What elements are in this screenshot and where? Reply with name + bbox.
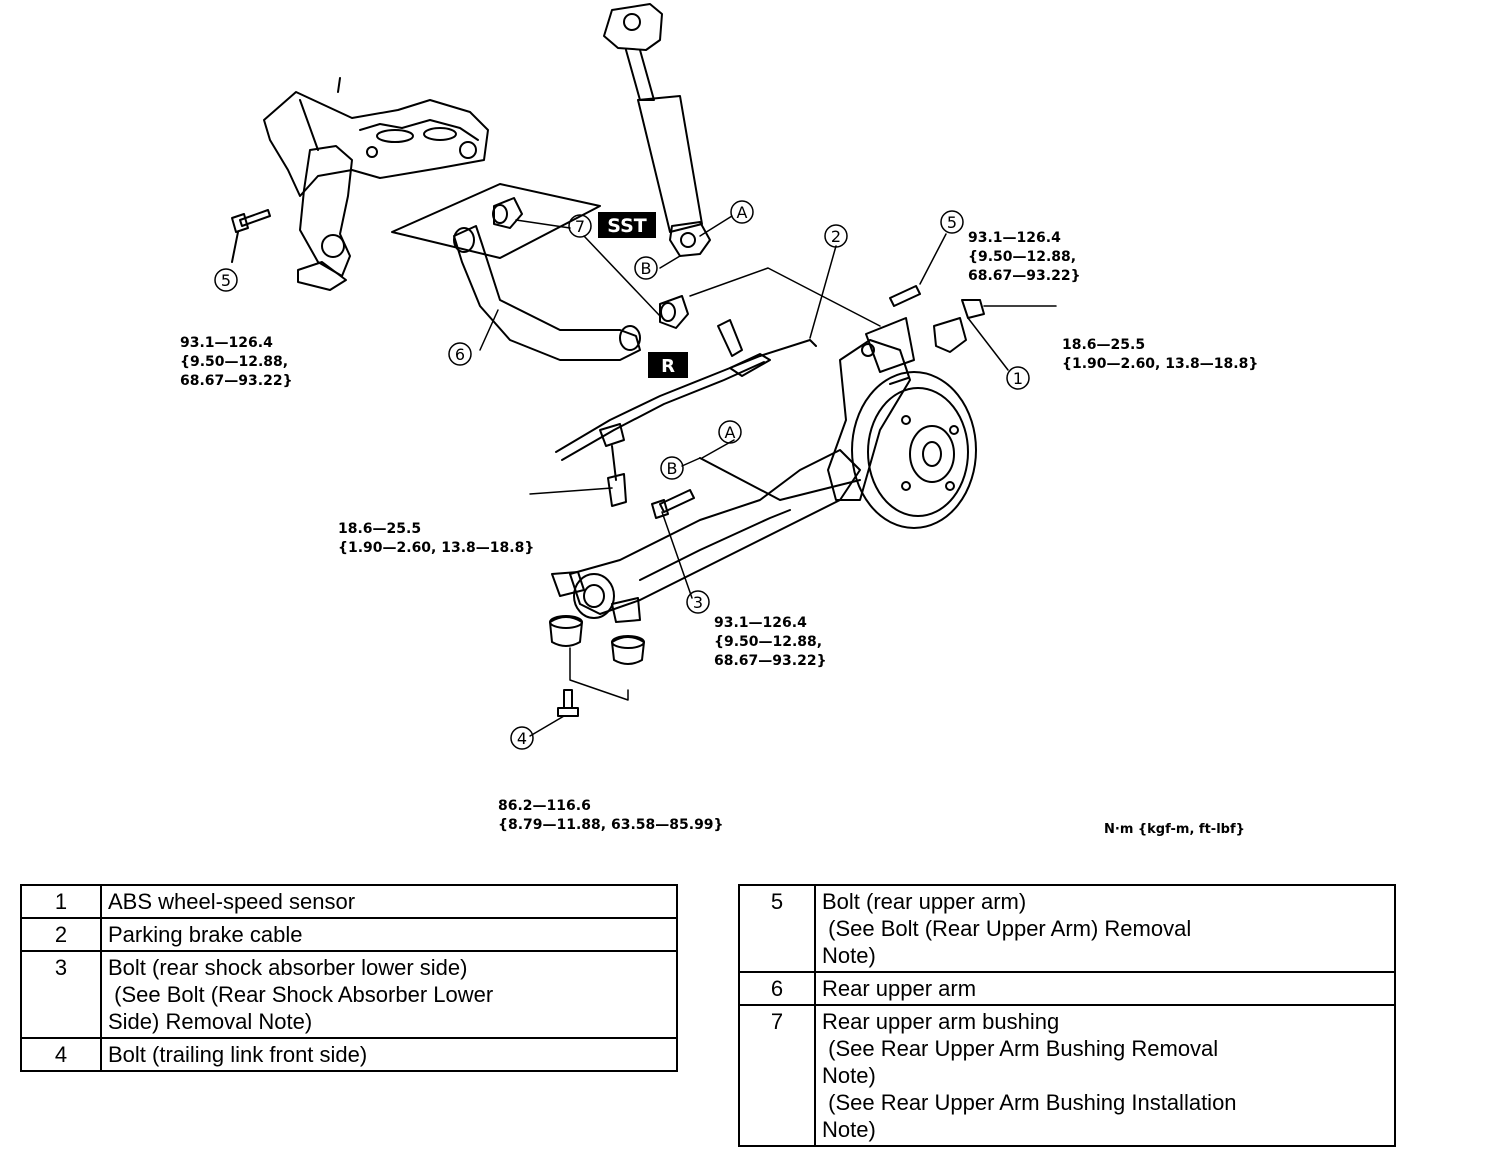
- rear-shock-absorber: [603, 3, 711, 257]
- part-number: 1: [20, 884, 102, 919]
- table-row: 3 Bolt (rear shock absorber lower side) …: [20, 950, 678, 1039]
- rear-crossmember: [263, 77, 489, 291]
- callout-3: 3: [693, 593, 703, 612]
- r-tag-box: [648, 352, 688, 378]
- callout-b-mid: B: [667, 459, 678, 478]
- upper-arm-plate: [391, 183, 601, 259]
- table-row: 5 Bolt (rear upper arm) (See Bolt (Rear …: [738, 884, 1396, 973]
- parking-brake-cable: [555, 339, 817, 481]
- part-description: Bolt (trailing link front side): [100, 1037, 678, 1072]
- callout-4: 4: [517, 729, 527, 748]
- torque-units-note: N·m {kgf-m, ft-lbf}: [1104, 822, 1245, 837]
- part-number: 5: [738, 884, 816, 973]
- bolt-5-left: [231, 209, 271, 263]
- callout-circles: [214, 200, 1030, 750]
- part-number: 2: [20, 917, 102, 952]
- part-number: 6: [738, 971, 816, 1006]
- table-row: 4 Bolt (trailing link front side): [20, 1037, 678, 1072]
- callout-5-left: 5: [221, 271, 231, 290]
- callout-6: 6: [455, 345, 465, 364]
- part-number: 3: [20, 950, 102, 1039]
- callout-7: 7: [575, 217, 585, 236]
- callout-2: 2: [831, 227, 841, 246]
- table-row: 2 Parking brake cable: [20, 917, 678, 952]
- table-row: 6 Rear upper arm: [738, 971, 1396, 1006]
- callout-5-right: 5: [947, 213, 957, 232]
- torque-spec-bolt-5-right: 93.1—126.4{9.50—12.88,68.67—93.22}: [968, 230, 1081, 284]
- table-row: 7 Rear upper arm bushing (See Rear Upper…: [738, 1004, 1396, 1147]
- part-number: 4: [20, 1037, 102, 1072]
- parts-legend-right: 5 Bolt (rear upper arm) (See Bolt (Rear …: [738, 884, 1396, 1147]
- abs-sensor: [933, 299, 985, 353]
- callout-a-mid: A: [725, 423, 736, 442]
- sst-tag: SST: [607, 215, 647, 237]
- bolt-3: [651, 489, 695, 519]
- part-description: ABS wheel-speed sensor: [100, 884, 678, 919]
- brake-disc-hub: [827, 317, 977, 529]
- suspension-exploded-diagram: 1 2 3 4 5 5 6 7 A A B B SST R: [214, 3, 1057, 750]
- callout-b-top: B: [641, 259, 652, 278]
- torque-spec-bolt-5-left: 93.1—126.4{9.50—12.88,68.67—93.22}: [180, 335, 293, 389]
- part-description: Rear upper arm: [814, 971, 1396, 1006]
- guide-line: [689, 267, 881, 327]
- torque-spec-cable-clip: 18.6—25.5{1.90—2.60, 13.8—18.8}: [338, 521, 535, 556]
- upper-arm-bushing: [492, 197, 689, 329]
- sst-tag-box: [598, 212, 656, 238]
- cable-clip-bolt: [607, 473, 627, 507]
- bolt-5-right: [889, 285, 921, 307]
- torque-spec-bolt-4: 86.2—116.6{8.79—11.88, 63.58—85.99}: [498, 798, 724, 833]
- torque-spec-bolt-3: 93.1—126.4{9.50—12.88,68.67—93.22}: [714, 615, 827, 669]
- lower-bushings: [549, 615, 645, 717]
- part-description: Rear upper arm bushing (See Rear Upper A…: [814, 1004, 1396, 1147]
- part-description: Bolt (rear upper arm) (See Bolt (Rear Up…: [814, 884, 1396, 973]
- table-row: 1 ABS wheel-speed sensor: [20, 884, 678, 919]
- parts-legend-left: 1 ABS wheel-speed sensor 2 Parking brake…: [20, 884, 678, 1072]
- part-description: Parking brake cable: [100, 917, 678, 952]
- torque-spec-abs-sensor: 18.6—25.5{1.90—2.60, 13.8—18.8}: [1062, 337, 1259, 372]
- rear-upper-arm: [453, 225, 641, 361]
- r-tag: R: [661, 356, 675, 377]
- r-bracket: [717, 319, 743, 357]
- part-description: Bolt (rear shock absorber lower side) (S…: [100, 950, 678, 1039]
- callout-1: 1: [1013, 369, 1023, 388]
- leader-lines: [479, 215, 1057, 737]
- callout-a-top: A: [737, 203, 748, 222]
- part-number: 7: [738, 1004, 816, 1147]
